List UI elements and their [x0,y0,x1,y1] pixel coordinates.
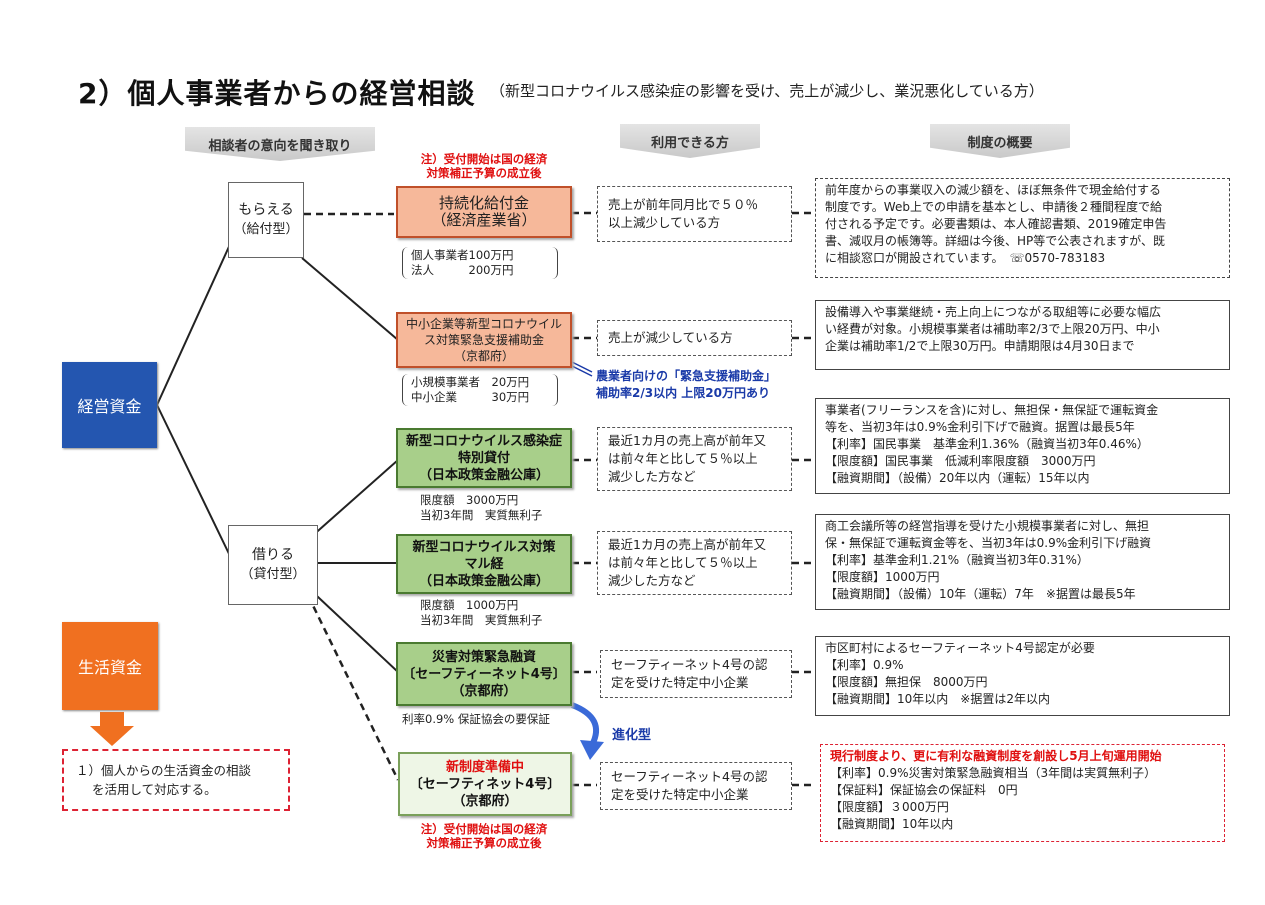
overview-new-system: 現行制度より、更に有利な融資制度を創設し5月上旬運用開始 【利率】0.9%災害対… [820,744,1225,842]
overview-jizokuka: 前年度からの事業収入の減少額を、ほぼ無条件で現金給付する 制度です。Web上での… [815,178,1230,278]
evolution-label: 進化型 [612,728,652,743]
overview-disaster-loan: 市区町村によるセーフティーネット4号認定が必要 【利率】0.9% 【限度額】無担… [815,636,1230,716]
program-marukei: 新型コロナウイルス対策 マル経 （日本政策金融公庫） [396,534,572,594]
program-disaster-loan: 災害対策緊急融資 〔セーフティーネット4号〕 （京都府） [396,642,572,706]
overview-marukei: 商工会議所等の経営指導を受けた小規模事業者に対し、無担 保・無保証で運転資金等を… [815,514,1230,610]
line-loan-to-new [301,584,400,781]
program-jfc-special-loan: 新型コロナウイルス感染症 特別貸付 （日本政策金融公庫） [396,428,572,488]
page-title: 2）個人事業者からの経営相談 [78,77,476,110]
program-jizokuka: 持続化給付金 （経済産業省） [396,186,572,238]
overview-jfc-special-loan: 事業者(フリーランスを含)に対し、無担保・無保証で運転資金 等を、当初3年は0.… [815,398,1230,494]
overview-kyoto-subsidy: 設備導入や事業継続・売上向上につながる取組等に必要な幅広 い経費が対象。小規模事… [815,300,1230,370]
eligible-marukei: 最近1カ月の売上高が前年又は前々年と比して５％以上減少した方など [597,531,792,595]
red-note-bottom: 注）受付開始は国の経済 対策補正予算の成立後 [420,822,548,850]
line-loan-to-disaster [301,581,399,673]
line-business-to-grant [156,239,233,406]
category-loan: 借りる （貸付型） [228,525,318,605]
living-fund-box: 生活資金 [62,622,158,710]
category-grant: もらえる （給付型） [228,182,304,258]
line-grant-to-subsidy [301,257,399,341]
eligible-kyoto-subsidy: 売上が減少している方 [597,320,792,356]
living-fund-note: １）個人からの生活資金の相談 を活用して対応する。 [62,749,290,811]
evolution-arrow [570,702,599,747]
line-business-to-loan [156,404,233,561]
page-subtitle: （新型コロナウイルス感染症の影響を受け、売上が減少し、業況悪化している方） [490,82,1044,100]
program-jfc-special-loan-notes: 限度額 3000万円 当初3年間 実質無利子 [420,493,543,522]
business-fund-box: 経営資金 [62,362,157,448]
program-jizokuka-amounts: 個人事業者100万円 法人 200万円 [402,247,558,279]
farm-subsidy-note: 農業者向けの「緊急支援補助金」 補助率2/3以内 上限20万円あり [596,369,777,400]
line-loan-to-special [301,459,399,546]
eligible-jizokuka: 売上が前年同月比で５０％以上減少している方 [597,186,792,242]
eligible-jfc-special-loan: 最近1カ月の売上高が前年又は前々年と比して５％以上減少した方など [597,427,792,491]
program-new-system: 新制度準備中 〔セーフティネット4号〕 （京都府） [398,752,572,816]
header-eligible: 利用できる方 [620,124,760,158]
eligible-new-system: セーフティーネット4号の認定を受けた特定中小企業 [600,762,792,810]
program-kyoto-subsidy-amounts: 小規模事業者 20万円 中小企業 30万円 [402,374,558,406]
living-arrow [90,726,134,746]
eligible-disaster-loan: セーフティーネット4号の認定を受けた特定中小企業 [600,650,792,698]
program-kyoto-subsidy: 中小企業等新型コロナウイル ス対策緊急支援補助金 （京都府） [396,312,572,368]
red-note-top: 注）受付開始は国の経済 対策補正予算の成立後 [420,152,548,180]
program-marukei-notes: 限度額 1000万円 当初3年間 実質無利子 [420,598,543,627]
program-disaster-loan-notes: 利率0.9% 保証協会の要保証 [402,712,550,726]
